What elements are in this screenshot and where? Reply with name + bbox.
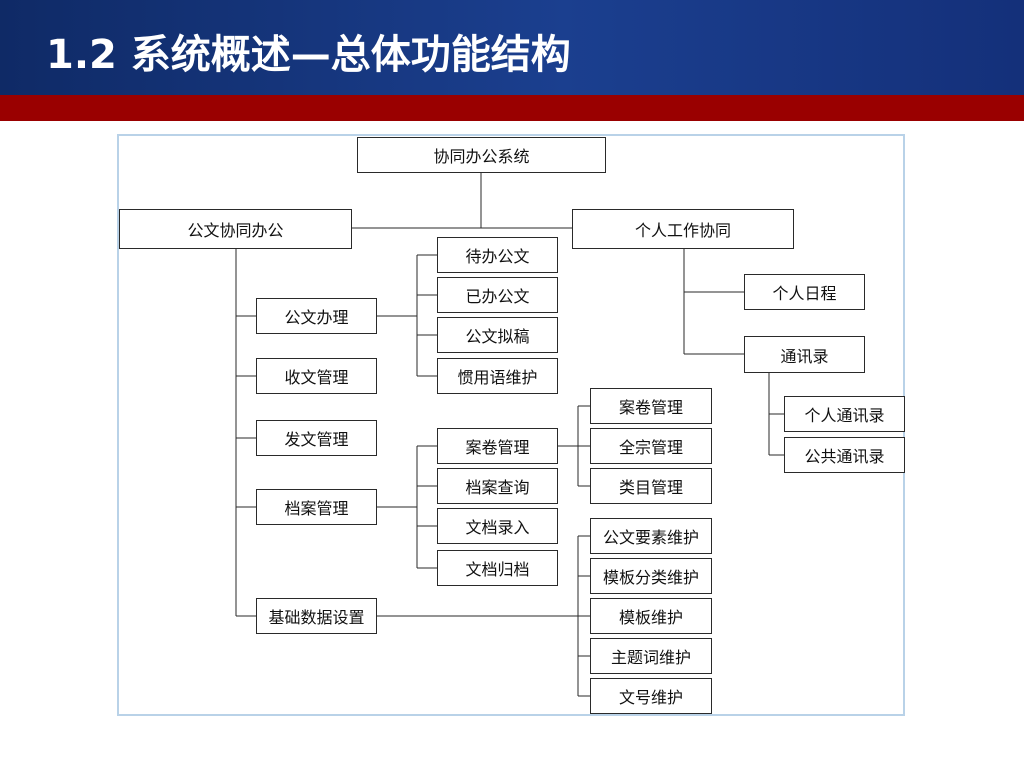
node-keyword-maintenance: 主题词维护	[590, 638, 712, 674]
node-doc-processing: 公文办理	[256, 298, 377, 334]
node-sub-dossier-management: 案卷管理	[590, 388, 712, 424]
node-personal-collab: 个人工作协同	[572, 209, 794, 249]
node-basic-settings: 基础数据设置	[256, 598, 377, 634]
node-receiving: 收文管理	[256, 358, 377, 394]
node-personal-contacts: 个人通讯录	[784, 396, 905, 432]
node-doc-element-maintenance: 公文要素维护	[590, 518, 712, 554]
node-fonds-management: 全宗管理	[590, 428, 712, 464]
node-contacts: 通讯录	[744, 336, 865, 373]
node-category-management: 类目管理	[590, 468, 712, 504]
node-phrase-maintenance: 惯用语维护	[437, 358, 558, 394]
slide-header: 1.2 系统概述—总体功能结构	[0, 0, 1024, 95]
node-archives: 档案管理	[256, 489, 377, 525]
node-root: 协同办公系统	[357, 137, 606, 173]
node-drafting: 公文拟稿	[437, 317, 558, 353]
node-doc-filing: 文档归档	[437, 550, 558, 586]
node-doc-entry: 文档录入	[437, 508, 558, 544]
node-doc-number-maintenance: 文号维护	[590, 678, 712, 714]
node-template-maintenance: 模板维护	[590, 598, 712, 634]
node-done-docs: 已办公文	[437, 277, 558, 313]
node-pending-docs: 待办公文	[437, 237, 558, 273]
header-accent-bar	[0, 95, 1024, 121]
node-sending: 发文管理	[256, 420, 377, 456]
node-official-collab: 公文协同办公	[119, 209, 352, 249]
node-personal-schedule: 个人日程	[744, 274, 865, 310]
slide-title: 1.2 系统概述—总体功能结构	[46, 32, 571, 78]
node-template-category-maintenance: 模板分类维护	[590, 558, 712, 594]
node-public-contacts: 公共通讯录	[784, 437, 905, 473]
node-archive-query: 档案查询	[437, 468, 558, 504]
node-dossier-management: 案卷管理	[437, 428, 558, 464]
